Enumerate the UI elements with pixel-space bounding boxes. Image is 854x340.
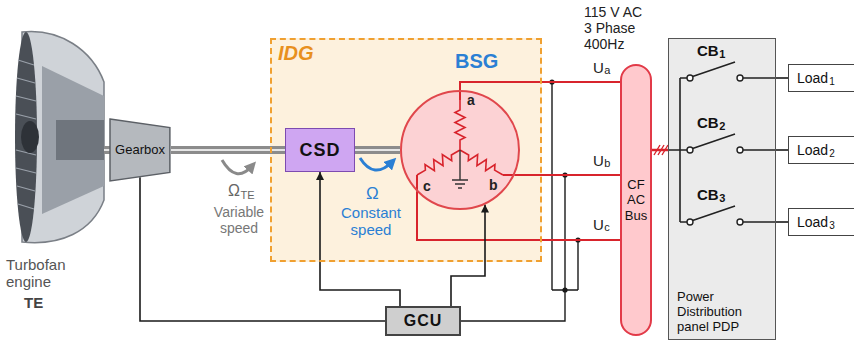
panel-busbar bbox=[668, 78, 680, 222]
engine-spinner bbox=[21, 121, 39, 153]
switch-contact bbox=[737, 219, 743, 225]
phase-terminal: c bbox=[423, 178, 431, 194]
speed-symbol: Ω bbox=[228, 182, 240, 200]
load-box: Load1 bbox=[788, 64, 854, 92]
switch-contact bbox=[687, 219, 693, 225]
gearbox-block: Gearbox bbox=[109, 118, 171, 182]
node-label: BSG bbox=[455, 50, 498, 73]
subscript: TE bbox=[240, 189, 254, 202]
winding-a bbox=[455, 100, 465, 150]
engine-cutaway bbox=[42, 66, 104, 214]
subscript: a bbox=[604, 64, 610, 77]
node-label: Load bbox=[797, 214, 828, 230]
panel-ground bbox=[668, 38, 776, 340]
generator-circle-line bbox=[401, 91, 519, 209]
ground-symbol bbox=[452, 150, 468, 188]
control-line bbox=[776, 221, 788, 223]
idg-region: IDG CSD BSG bbox=[270, 38, 542, 262]
gcu-box: GCU bbox=[385, 306, 461, 336]
switch-contact bbox=[737, 147, 743, 153]
supply-rating: 115 V AC 3 Phase 400Hz bbox=[584, 4, 652, 52]
subscript: c bbox=[604, 221, 610, 234]
subscript: 3 bbox=[719, 192, 725, 205]
drive-shaft bbox=[355, 146, 400, 154]
subscript: 1 bbox=[719, 48, 725, 61]
gearbox-shape bbox=[110, 119, 170, 181]
signal-name: U bbox=[593, 152, 604, 169]
phase-terminal: a bbox=[467, 92, 475, 108]
node-label: Load bbox=[797, 142, 828, 158]
shaft-core bbox=[171, 149, 285, 151]
distribution-panel: Power Distribution panel PDP bbox=[668, 38, 776, 340]
control-line bbox=[320, 172, 400, 306]
phase-terminal: b bbox=[489, 177, 498, 193]
subscript: 2 bbox=[719, 120, 725, 133]
ac-bus-bar: CF AC Bus bbox=[620, 64, 652, 336]
subscript-index: 2 bbox=[829, 148, 835, 160]
load-box: Load3 bbox=[788, 208, 854, 236]
switch-contact bbox=[737, 75, 743, 81]
engine-nacelle bbox=[22, 32, 104, 243]
node-label: Load bbox=[797, 70, 828, 86]
breaker-name: CB bbox=[697, 42, 719, 59]
voltage-sense-wires bbox=[461, 82, 578, 321]
constant-rotation-arrow bbox=[360, 158, 392, 170]
csd-box: CSD bbox=[285, 128, 355, 172]
engine-label: Turbofan engine bbox=[6, 256, 80, 291]
variable-rotation-arrow bbox=[222, 160, 252, 174]
winding-b bbox=[460, 150, 503, 175]
control-line bbox=[776, 149, 788, 151]
subscript: b bbox=[604, 157, 610, 170]
node-label: Power Distribution panel PDP bbox=[677, 290, 763, 335]
node-label: IDG bbox=[278, 42, 314, 65]
node-label: CF AC Bus bbox=[622, 177, 650, 224]
speed-note: Constant speed bbox=[336, 204, 406, 239]
breaker-name: CB bbox=[697, 186, 719, 203]
control-line bbox=[140, 177, 385, 321]
phase-wire bbox=[417, 192, 620, 240]
control-line bbox=[776, 77, 788, 79]
phase-wire bbox=[515, 174, 620, 176]
speed-symbol: Ω bbox=[366, 184, 379, 204]
three-phase-hash bbox=[654, 145, 668, 155]
load-box: Load2 bbox=[788, 136, 854, 164]
node-label: GCU bbox=[404, 312, 443, 330]
breaker-switch bbox=[680, 62, 776, 78]
breaker-name: CB bbox=[697, 114, 719, 131]
node-label: Gearbox bbox=[115, 143, 165, 158]
speed-note: Variable speed bbox=[206, 204, 272, 236]
engine-abbrev: TE bbox=[24, 294, 43, 311]
junction-dot bbox=[562, 287, 567, 292]
switch-contact bbox=[687, 147, 693, 153]
signal-name: U bbox=[593, 59, 604, 76]
winding-c bbox=[417, 150, 460, 175]
node-label: CSD bbox=[299, 140, 340, 161]
drive-shaft bbox=[171, 146, 285, 154]
engine-core bbox=[56, 120, 104, 160]
breaker-switch bbox=[680, 134, 776, 150]
subscript-index: 3 bbox=[829, 220, 835, 232]
control-line bbox=[451, 205, 485, 306]
switch-contact bbox=[687, 75, 693, 81]
breaker-switch bbox=[680, 206, 776, 222]
signal-name: U bbox=[593, 216, 604, 233]
shaft-core bbox=[355, 149, 400, 151]
generator-circle: BSG bbox=[400, 90, 520, 210]
idg-ground bbox=[270, 38, 542, 262]
generator-outline bbox=[400, 90, 520, 210]
phase-wire bbox=[460, 82, 620, 90]
connector-group bbox=[140, 78, 788, 321]
subscript-index: 1 bbox=[829, 76, 835, 88]
generator-ground bbox=[401, 91, 519, 209]
